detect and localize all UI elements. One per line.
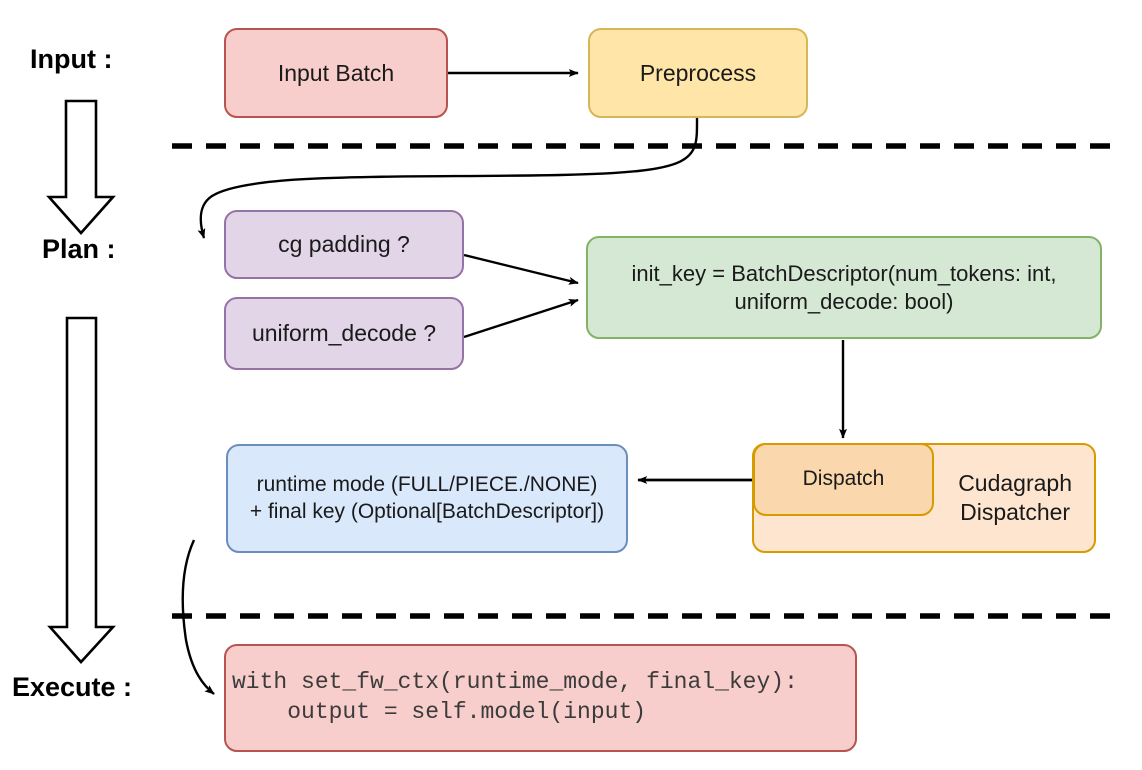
node-init-key[interactable]: init_key = BatchDescriptor(num_tokens: i… [586, 236, 1102, 339]
node-cudagraph-dispatcher-label: Cudagraph Dispatcher [958, 470, 1072, 525]
node-code-block[interactable]: with set_fw_ctx(runtime_mode, final_key)… [224, 644, 857, 752]
block-arrow-plan-to-execute [47, 316, 116, 664]
edge-cg-padding-to-init-key [463, 253, 579, 285]
node-uniform-decode-label: uniform_decode ? [251, 320, 437, 347]
node-runtime-mode-label: runtime mode (FULL/PIECE./NONE) + final … [249, 473, 605, 523]
node-uniform-decode[interactable]: uniform_decode ? [224, 297, 464, 370]
node-input-batch-label: Input Batch [277, 59, 395, 86]
node-init-key-label: init_key = BatchDescriptor(num_tokens: i… [631, 261, 1057, 314]
stage-label-input: Input : [30, 44, 113, 74]
stage-label-execute: Execute : [12, 672, 133, 702]
node-runtime-mode[interactable]: runtime mode (FULL/PIECE./NONE) + final … [226, 444, 628, 553]
node-code-block-text: with set_fw_ctx(runtime_mode, final_key)… [232, 669, 798, 725]
node-cg-padding-label: cg padding ? [278, 231, 410, 258]
node-preprocess[interactable]: Preprocess [588, 28, 808, 118]
node-cg-padding[interactable]: cg padding ? [224, 210, 464, 279]
node-dispatch-label: Dispatch [802, 467, 885, 491]
edge-runtime-mode-to-code-block [181, 539, 215, 695]
stage-label-plan: Plan : [42, 234, 116, 264]
block-arrow-input-to-plan [46, 99, 116, 235]
edge-uniform-decode-to-init-key [463, 298, 579, 339]
node-dispatch[interactable]: Dispatch [753, 443, 934, 516]
node-preprocess-label: Preprocess [639, 59, 757, 86]
node-input-batch[interactable]: Input Batch [224, 28, 448, 118]
